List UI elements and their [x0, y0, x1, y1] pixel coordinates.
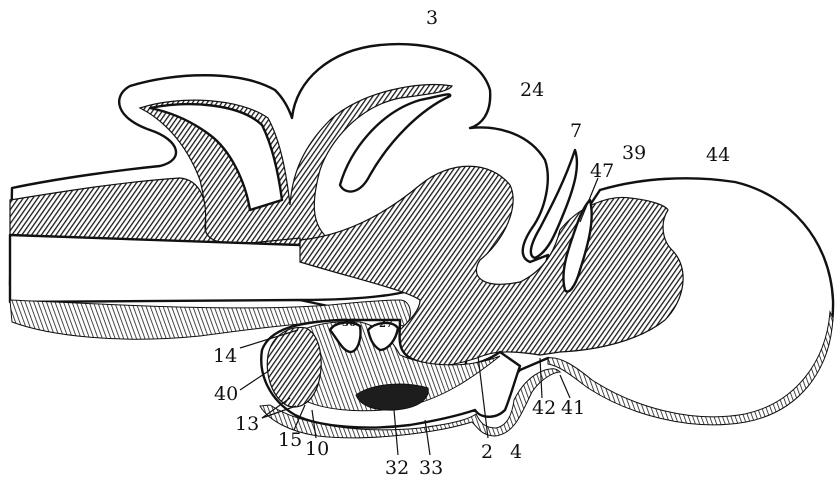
label-36: 36 — [342, 318, 356, 329]
label-33: 33 — [419, 457, 443, 479]
label-2: 2 — [481, 441, 493, 463]
label-15: 15 — [278, 429, 302, 451]
label-40: 40 — [214, 383, 238, 405]
leader-41 — [560, 375, 570, 398]
leader-33 — [425, 420, 430, 455]
label-10: 10 — [305, 438, 329, 460]
label-7: 7 — [570, 120, 582, 142]
label-3: 3 — [426, 7, 438, 29]
label-39: 39 — [622, 142, 646, 164]
label-32: 32 — [385, 457, 409, 479]
label-47: 47 — [590, 160, 614, 182]
label-42: 42 — [532, 397, 556, 419]
dark-nucleus-40 — [267, 327, 321, 407]
label-24: 24 — [520, 79, 544, 101]
label-14: 14 — [213, 345, 237, 367]
label-4: 4 — [510, 441, 522, 463]
label-13: 13 — [235, 413, 259, 435]
label-44: 44 — [706, 144, 730, 166]
label-41: 41 — [561, 397, 585, 419]
label-27: 27 — [379, 319, 393, 330]
